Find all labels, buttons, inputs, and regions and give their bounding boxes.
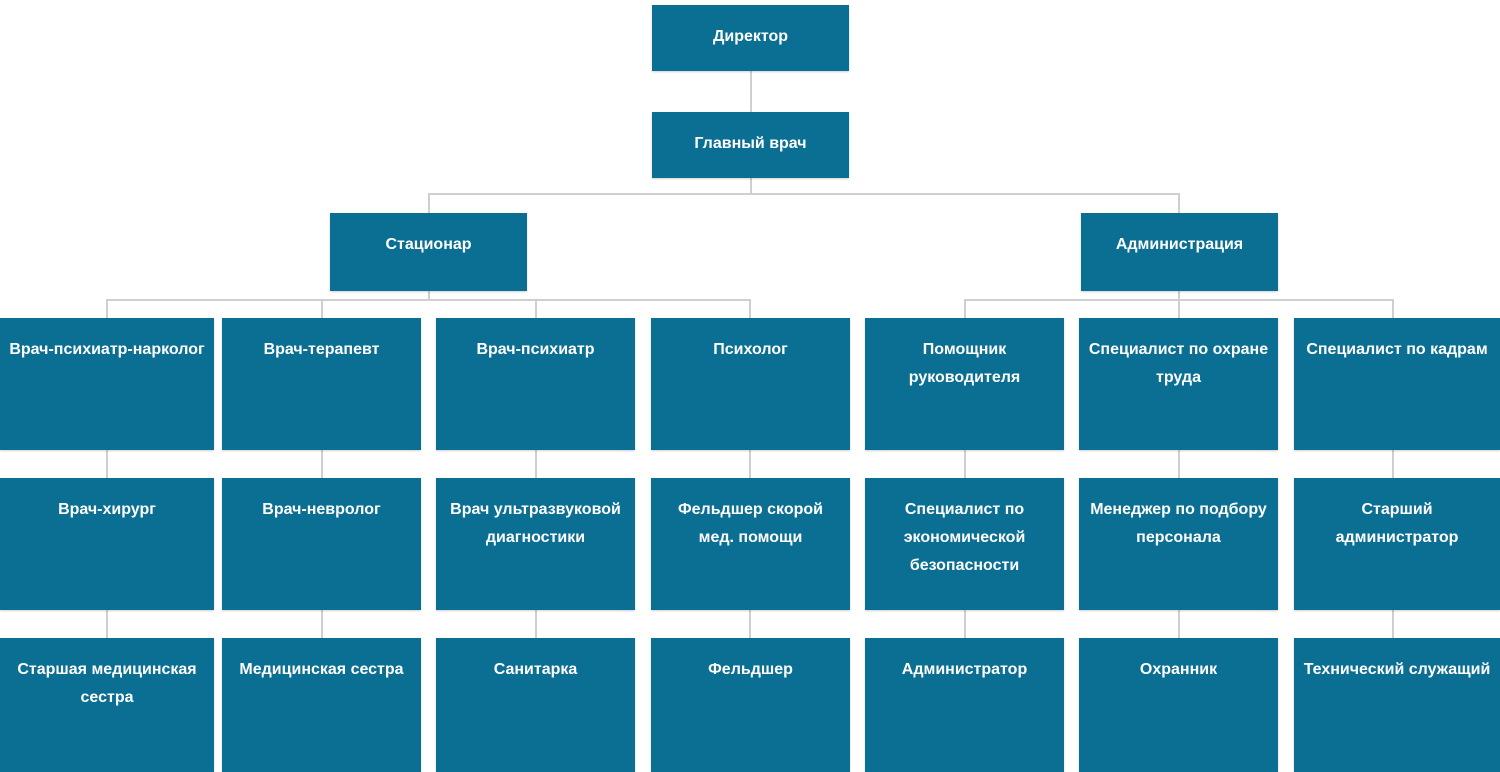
connector-drop-col6 xyxy=(1178,299,1180,318)
node-senior-administrator[interactable]: Старший администратор xyxy=(1294,478,1500,610)
node-surgeon[interactable]: Врач-хирург xyxy=(0,478,214,610)
node-label: Стационар xyxy=(385,236,472,253)
node-recruitment-manager[interactable]: Менеджер по подбору персонала xyxy=(1079,478,1278,610)
connector-drop-col7 xyxy=(1392,299,1394,318)
connector-drop-col2 xyxy=(321,299,323,318)
node-technical-staff[interactable]: Технический служащий xyxy=(1294,638,1500,772)
node-psychiatrist[interactable]: Врач-психиатр xyxy=(436,318,635,450)
connector-r3r4-col7 xyxy=(1392,450,1394,478)
node-administration[interactable]: Администрация xyxy=(1081,213,1278,291)
connector-administration-stub xyxy=(1178,291,1180,300)
node-orderly[interactable]: Санитарка xyxy=(436,638,635,772)
node-hr-specialist[interactable]: Специалист по кадрам xyxy=(1294,318,1500,450)
connector-r3r4-col6 xyxy=(1178,450,1180,478)
node-administrator[interactable]: Администратор xyxy=(865,638,1064,772)
connector-inpatient-bus xyxy=(106,299,751,301)
node-therapist[interactable]: Врач-терапевт xyxy=(222,318,421,450)
node-label: Помощник руководителя xyxy=(908,341,1021,386)
node-label: Специалист по экономической безопасности xyxy=(903,501,1026,574)
connector-r4r5-col7 xyxy=(1392,610,1394,638)
node-chief-doctor[interactable]: Главный врач xyxy=(652,112,849,178)
node-label: Фельдшер скорой мед. помощи xyxy=(677,501,823,546)
node-label: Администрация xyxy=(1115,236,1244,253)
connector-r4r5-col3 xyxy=(535,610,537,638)
node-paramedic-emergency[interactable]: Фельдшер скорой мед. помощи xyxy=(651,478,850,610)
node-labor-safety-specialist[interactable]: Специалист по охране труда xyxy=(1079,318,1278,450)
node-senior-nurse[interactable]: Старшая медицинская сестра xyxy=(0,638,214,772)
node-label: Медицинская сестра xyxy=(239,661,404,678)
node-label: Врач-терапевт xyxy=(263,341,380,358)
node-label: Старшая медицинская сестра xyxy=(17,661,197,706)
node-label: Администратор xyxy=(901,661,1028,678)
node-assistant-manager[interactable]: Помощник руководителя xyxy=(865,318,1064,450)
node-security-guard[interactable]: Охранник xyxy=(1079,638,1278,772)
connector-r4r5-col4 xyxy=(749,610,751,638)
node-label: Врач ультразвуковой диагностики xyxy=(450,501,621,546)
node-economic-security-specialist[interactable]: Специалист по экономической безопасности xyxy=(865,478,1064,610)
node-nurse[interactable]: Медицинская сестра xyxy=(222,638,421,772)
connector-drop-col4 xyxy=(749,299,751,318)
connector-r4r5-col5 xyxy=(964,610,966,638)
node-label: Охранник xyxy=(1139,661,1218,678)
node-label: Специалист по охране труда xyxy=(1088,341,1269,386)
node-label: Директор xyxy=(712,28,789,45)
node-director[interactable]: Директор xyxy=(652,5,849,71)
connector-r4r5-col6 xyxy=(1178,610,1180,638)
connector-r3r4-col5 xyxy=(964,450,966,478)
node-label: Фельдшер xyxy=(708,661,793,678)
connector-inpatient-stub xyxy=(428,291,430,300)
connector-director-to-chief xyxy=(750,71,752,112)
node-inpatient[interactable]: Стационар xyxy=(330,213,527,291)
connector-drop-col5 xyxy=(964,299,966,318)
node-paramedic[interactable]: Фельдшер xyxy=(651,638,850,772)
connector-r4r5-col2 xyxy=(321,610,323,638)
node-label: Врач-хирург xyxy=(58,501,156,518)
connector-drop-col1 xyxy=(106,299,108,318)
connector-chief-stub xyxy=(750,178,752,194)
node-label: Специалист по кадрам xyxy=(1306,341,1488,358)
node-neurologist[interactable]: Врач-невролог xyxy=(222,478,421,610)
node-ultrasound-doctor[interactable]: Врач ультразвуковой диагностики xyxy=(436,478,635,610)
node-label: Санитарка xyxy=(493,661,578,678)
node-label: Старший администратор xyxy=(1335,501,1459,546)
node-psychiatrist-narcologist[interactable]: Врач-психиатр-нарколог xyxy=(0,318,214,450)
node-label: Врач-психиатр xyxy=(476,341,595,358)
node-label: Врач-невролог xyxy=(262,501,381,518)
connector-drop-administration xyxy=(1178,193,1180,213)
node-psychologist[interactable]: Психолог xyxy=(651,318,850,450)
connector-r3r4-col2 xyxy=(321,450,323,478)
node-label: Главный врач xyxy=(694,135,807,152)
connector-r3r4-col1 xyxy=(106,450,108,478)
connector-r3r4-col3 xyxy=(535,450,537,478)
connector-drop-inpatient xyxy=(428,193,430,213)
connector-r3r4-col4 xyxy=(749,450,751,478)
node-label: Психолог xyxy=(713,341,788,358)
node-label: Технический служащий xyxy=(1303,661,1491,678)
node-label: Менеджер по подбору персонала xyxy=(1090,501,1267,546)
connector-drop-col3 xyxy=(535,299,537,318)
node-label: Врач-психиатр-нарколог xyxy=(9,341,205,358)
connector-r4r5-col1 xyxy=(106,610,108,638)
connector-chief-bus xyxy=(428,193,1180,195)
